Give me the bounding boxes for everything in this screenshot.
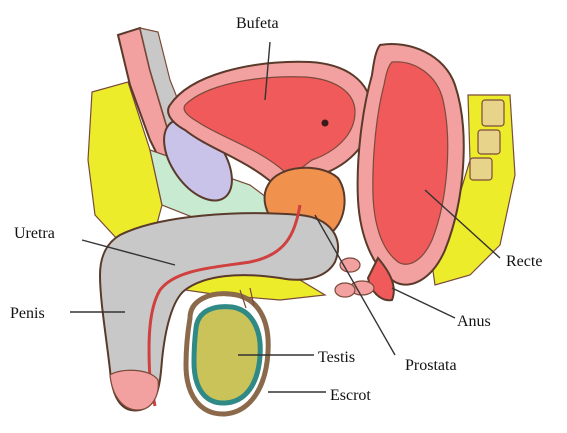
glans	[110, 370, 158, 410]
vertebra-1	[482, 100, 504, 126]
ureter-opening	[322, 120, 329, 127]
sphincter-3	[335, 283, 355, 297]
label-rectum: Recte	[506, 253, 542, 270]
vertebra-3	[470, 158, 492, 180]
label-scrotum: Escrot	[330, 387, 371, 404]
label-penis: Penis	[10, 305, 45, 322]
label-anus: Anus	[457, 313, 491, 330]
leader-anus	[392, 288, 455, 318]
label-testis: Testis	[318, 349, 355, 366]
vertebra-2	[478, 130, 500, 154]
label-urethra: Uretra	[14, 225, 55, 242]
label-bladder: Bufeta	[236, 15, 279, 32]
label-prostate: Prostata	[405, 357, 457, 374]
